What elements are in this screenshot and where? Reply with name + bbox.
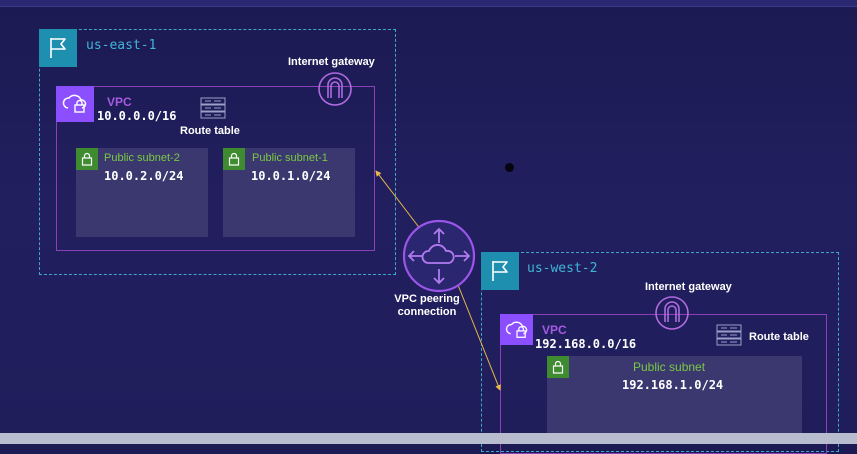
subnet-name: Public subnet [633,360,706,374]
internet-gateway-icon [655,296,689,330]
peering-label: VPC peering connection [385,293,469,319]
subnet-cidr: 10.0.1.0/24 [251,169,331,183]
internet-gateway-label: Internet gateway [645,281,732,293]
lock-icon [76,148,98,170]
lock-icon [547,356,569,378]
lock-icon [223,148,245,170]
cursor-dot [505,163,514,172]
internet-gateway-icon [318,72,352,106]
bottom-bar [0,433,857,444]
peering-arrow-east [375,170,424,232]
vpc-east: VPC 10.0.0.0/16 [56,86,375,251]
vpc-title: VPC [107,95,132,109]
peering-connector-lines [375,170,501,391]
route-table-label: Route table [180,125,240,137]
peering-label-line2: connection [397,306,457,318]
subnet-public-1: Public subnet-1 10.0.1.0/24 [223,148,355,237]
vpc-cidr: 10.0.0.0/16 [97,109,177,123]
peering-icon [402,219,476,293]
subnet-cidr: 10.0.2.0/24 [104,169,184,183]
vpc-title: VPC [542,323,567,337]
peering-label-line1: VPC peering [394,293,460,305]
vpc-cloud-lock-icon [500,314,533,345]
subnet-name: Public subnet-2 [104,152,180,164]
top-border [0,0,857,7]
vpc-cloud-lock-icon [56,86,94,122]
subnet-name: Public subnet-1 [252,152,328,164]
subnet-cidr: 192.168.1.0/24 [622,378,724,392]
route-table-icon [716,324,742,346]
route-table-label: Route table [749,331,809,343]
region-name: us-east-1 [86,38,157,53]
internet-gateway-label: Internet gateway [288,56,375,68]
flag-icon [39,29,77,67]
peering-arrow-west [453,279,501,391]
region-us-east-1: us-east-1 [39,29,396,275]
subnet-public-2: Public subnet-2 10.0.2.0/24 [76,148,208,237]
vpc-cidr: 192.168.0.0/16 [535,337,637,351]
region-name: us-west-2 [527,261,598,276]
route-table-icon [200,97,226,119]
subnet-public: Public subnet 192.168.1.0/24 [547,356,802,438]
